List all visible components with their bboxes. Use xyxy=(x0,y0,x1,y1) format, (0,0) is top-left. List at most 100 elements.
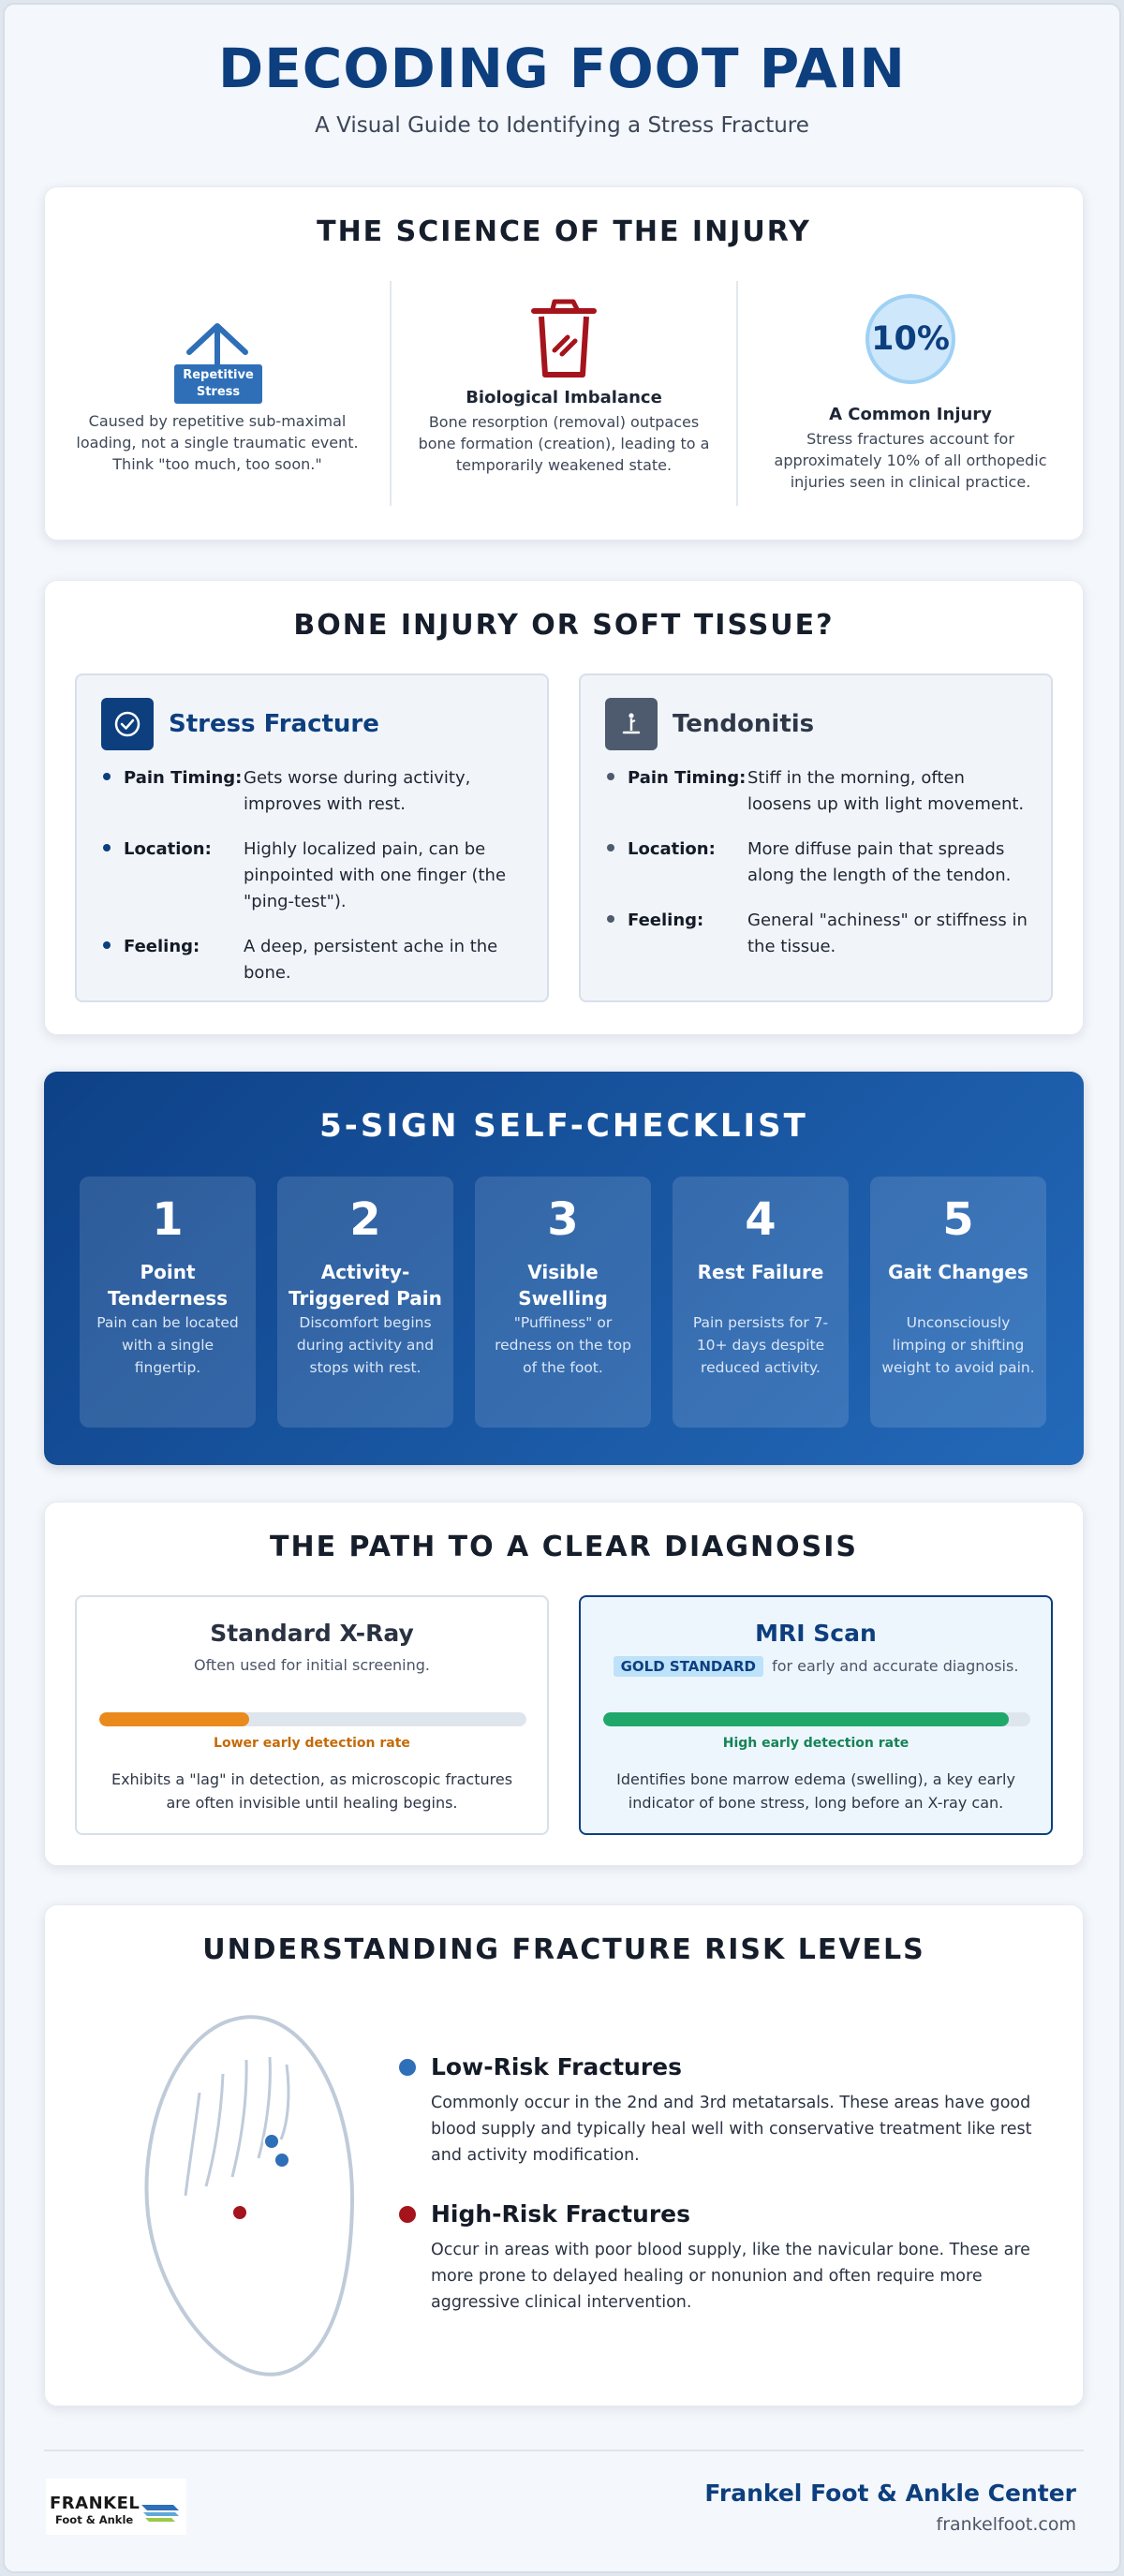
sign-card: 2 Activity-Triggered Pain Discomfort beg… xyxy=(277,1177,453,1428)
section-title: THE PATH TO A CLEAR DIAGNOSIS xyxy=(270,1531,858,1563)
science-text: Stress fractures account for approximate… xyxy=(774,430,1047,491)
sign-description: "Puffiness" or redness on the top of the… xyxy=(495,1314,631,1376)
science-heading: Biological Imbalance xyxy=(466,388,662,407)
bullet xyxy=(103,844,111,851)
diagnosis-subtitle: GOLD STANDARD for early and accurate dia… xyxy=(581,1656,1051,1677)
mri-panel: MRI Scan GOLD STANDARD for early and acc… xyxy=(579,1595,1053,1835)
item-key: Pain Timing: xyxy=(628,768,747,788)
sign-title: Rest Failure xyxy=(697,1261,824,1283)
page-subtitle: A Visual Guide to Identifying a Stress F… xyxy=(315,113,809,138)
low-risk-marker xyxy=(274,2152,290,2169)
sign-card: 5 Gait Changes Unconsciously limping or … xyxy=(870,1177,1046,1428)
item-key: Pain Timing: xyxy=(124,768,243,788)
detection-bar-fill xyxy=(603,1712,1010,1726)
logo-subtext: Foot & Ankle xyxy=(55,2513,134,2526)
diagnosis-name: MRI Scan xyxy=(755,1620,877,1647)
check-circle-icon xyxy=(101,698,154,750)
sign-number: 2 xyxy=(349,1193,381,1246)
trash-bin-icon xyxy=(526,296,601,382)
risk-name: High-Risk Fractures xyxy=(431,2200,691,2228)
list-item: Pain Timing: Stiff in the morning, often… xyxy=(607,765,1028,818)
science-column-common: 10% A Common Injury Stress fractures acc… xyxy=(736,281,1083,506)
section-title: BONE INJURY OR SOFT TISSUE? xyxy=(293,609,835,642)
page-header: DECODING FOOT PAIN A Visual Guide to Ide… xyxy=(5,5,1119,138)
detection-bar xyxy=(99,1712,526,1726)
clinic-logo: FRANKEL Foot & Ankle xyxy=(46,2479,186,2535)
low-risk-dot xyxy=(399,2058,416,2076)
high-risk-marker xyxy=(231,2204,248,2221)
sign-description: Discomfort begins during activity and st… xyxy=(296,1314,435,1376)
section-title: 5-SIGN SELF-CHECKLIST xyxy=(319,1107,808,1145)
risk-description: Occur in areas with poor blood supply, l… xyxy=(431,2241,1030,2312)
sign-card: 4 Rest Failure Pain persists for 7-10+ d… xyxy=(673,1177,849,1428)
science-column-biology: Biological Imbalance Bone resorption (re… xyxy=(390,281,736,506)
clinic-info: Frankel Foot & Ankle Center frankelfoot.… xyxy=(704,2480,1076,2535)
risk-item-low: Low-Risk Fractures Commonly occur in the… xyxy=(399,2053,1045,2169)
item-key: Location: xyxy=(124,839,212,859)
stress-fracture-list: Pain Timing: Gets worse during activity,… xyxy=(103,765,525,1005)
sign-title: Activity-Triggered Pain xyxy=(288,1261,442,1310)
compare-section: BONE INJURY OR SOFT TISSUE? Stress Fract… xyxy=(44,580,1084,1035)
repetitive-stress-badge: Repetitive Stress xyxy=(174,364,262,404)
item-value: A deep, persistent ache in the bone. xyxy=(244,937,498,983)
detection-label: Lower early detection rate xyxy=(214,1736,410,1751)
sign-card: 1 Point Tenderness Pain can be located w… xyxy=(80,1177,256,1428)
bullet xyxy=(103,941,111,949)
item-key: Feeling: xyxy=(628,910,704,930)
list-item: Location: Highly localized pain, can be … xyxy=(103,836,525,915)
page-title: DECODING FOOT PAIN xyxy=(218,37,906,100)
diagnosis-name: Standard X-Ray xyxy=(210,1620,414,1647)
diagnosis-subtitle: Often used for initial screening. xyxy=(193,1656,431,1674)
sign-description: Pain can be located with a single finger… xyxy=(96,1314,239,1376)
stress-fracture-panel: Stress Fracture Pain Timing: Gets worse … xyxy=(75,674,549,1002)
risk-section: UNDERSTANDING FRACTURE RISK LEVELS Low-R… xyxy=(44,1904,1084,2406)
science-column-stress: Repetitive Stress Caused by repetitive s… xyxy=(45,281,390,506)
risk-name: Low-Risk Fractures xyxy=(431,2053,683,2080)
infographic-page: DECODING FOOT PAIN A Visual Guide to Ide… xyxy=(3,3,1121,2573)
detection-bar xyxy=(603,1712,1030,1726)
sign-number: 3 xyxy=(547,1193,579,1246)
high-risk-dot xyxy=(399,2205,416,2223)
xray-panel: Standard X-Ray Often used for initial sc… xyxy=(75,1595,549,1835)
checklist-section: 5-SIGN SELF-CHECKLIST 1 Point Tenderness… xyxy=(44,1072,1084,1465)
sign-title: Gait Changes xyxy=(888,1261,1028,1283)
item-value: Highly localized pain, can be pinpointed… xyxy=(244,839,507,911)
sign-number: 1 xyxy=(152,1193,184,1246)
list-item: Pain Timing: Gets worse during activity,… xyxy=(103,765,525,818)
risk-description: Commonly occur in the 2nd and 3rd metata… xyxy=(431,2094,1032,2165)
sign-number: 5 xyxy=(942,1193,974,1246)
clinic-url[interactable]: frankelfoot.com xyxy=(936,2514,1077,2535)
footer-divider xyxy=(44,2450,1084,2451)
detection-bar-fill xyxy=(99,1712,249,1726)
stat-circle: 10% xyxy=(865,294,955,384)
risk-item-high: High-Risk Fractures Occur in areas with … xyxy=(399,2200,1045,2316)
diagnosis-section: THE PATH TO A CLEAR DIAGNOSIS Standard X… xyxy=(44,1502,1084,1866)
repetitive-stress-icon: Repetitive Stress xyxy=(152,322,283,407)
science-text: Caused by repetitive sub-maximal loading… xyxy=(76,412,359,473)
risk-list: Low-Risk Fractures Commonly occur in the… xyxy=(399,2053,1045,2347)
sign-description: Unconsciously limping or shifting weight… xyxy=(881,1314,1035,1376)
low-risk-marker xyxy=(263,2133,280,2150)
arrow-up-icon xyxy=(186,323,248,368)
tendonitis-panel: Tendonitis Pain Timing: Stiff in the mor… xyxy=(579,674,1053,1002)
logo-mark-icon xyxy=(141,2505,179,2522)
sign-title: Point Tenderness xyxy=(107,1261,229,1310)
logo-text: FRANKEL xyxy=(50,2494,140,2513)
panel-title: Tendonitis xyxy=(673,710,815,738)
panel-title: Stress Fracture xyxy=(169,710,379,738)
clinic-name: Frankel Foot & Ankle Center xyxy=(704,2480,1076,2507)
tendon-icon xyxy=(605,698,658,750)
item-value: General "achiness" or stiffness in the t… xyxy=(747,910,1028,956)
gold-standard-badge: GOLD STANDARD xyxy=(613,1656,763,1677)
detection-label: High early detection rate xyxy=(722,1736,910,1751)
section-title: UNDERSTANDING FRACTURE RISK LEVELS xyxy=(202,1933,925,1966)
tendonitis-list: Pain Timing: Stiff in the morning, often… xyxy=(607,765,1028,979)
science-heading: A Common Injury xyxy=(829,405,992,424)
item-value: Stiff in the morning, often loosens up w… xyxy=(747,768,1025,814)
sign-description: Pain persists for 7-10+ days despite red… xyxy=(692,1314,829,1376)
section-title: THE SCIENCE OF THE INJURY xyxy=(317,215,811,248)
foot-outline-icon xyxy=(101,1990,382,2383)
bullet xyxy=(103,773,111,780)
list-item: Location: More diffuse pain that spreads… xyxy=(607,836,1028,889)
sign-title: Visible Swelling xyxy=(518,1261,608,1310)
